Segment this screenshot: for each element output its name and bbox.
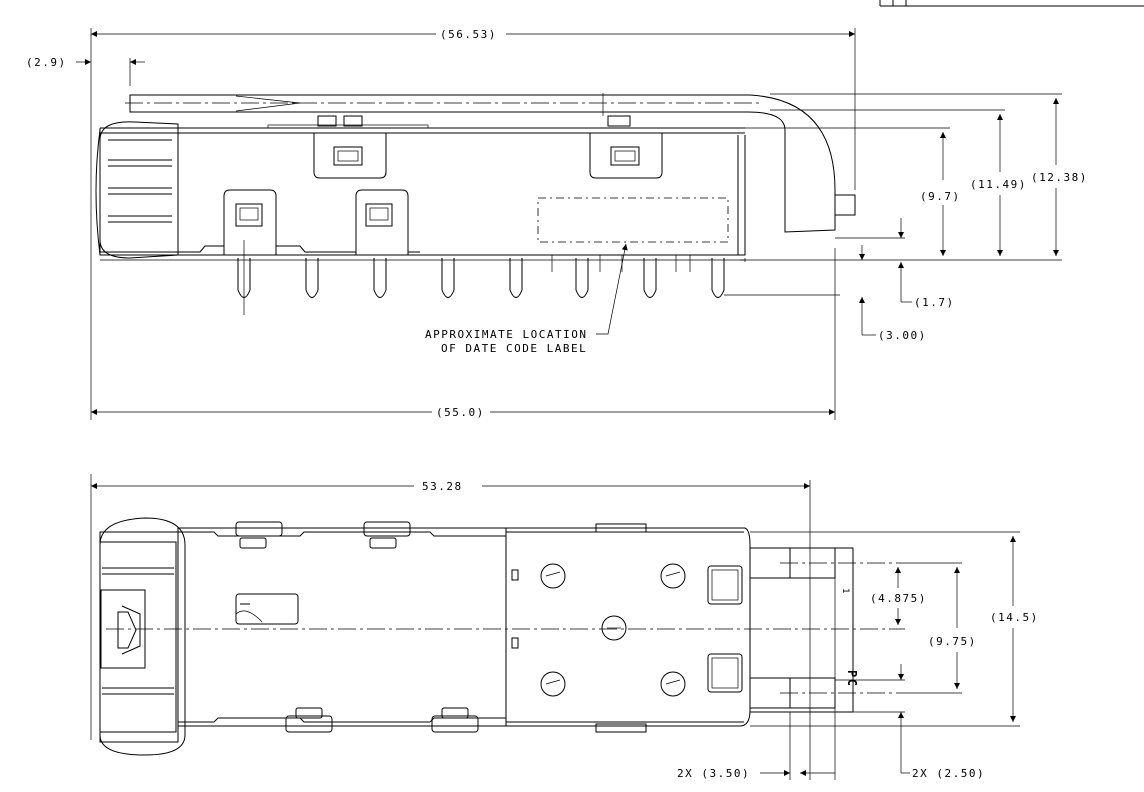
date-code-label-line1: APPROXIMATE LOCATION [425,328,587,341]
title-block-fragment [879,0,1144,7]
dim-height-c: (12.38) [1031,171,1088,184]
dim-pin-step: (1.7) [914,296,955,309]
side-view-pins [237,240,840,315]
side-view [76,28,1062,420]
pc-marking: PC [845,670,859,687]
dim-overall-length: (56.53) [440,28,497,41]
pin-one-mark: 1 [840,588,850,595]
dim-offset-left: (2.9) [26,56,67,69]
date-code-label-line2: OF DATE CODE LABEL [441,342,587,355]
dim-pad-width: 2X (2.50) [912,767,985,780]
dim-pitch: (9.75) [928,635,977,648]
side-view-text: (56.53) (2.9) (55.0) (9.7) (11.49) (12.3… [26,28,1088,419]
dim-top-length: 53.28 [422,480,463,493]
dim-pin-length: (3.00) [878,329,927,342]
top-view [90,474,1020,780]
top-view-text: 53.28 (4.875) (9.75) (14.5) 2X (3.50) 2X… [422,480,1039,780]
dim-pad-length: 2X (3.50) [677,767,750,780]
dim-height-b: (11.49) [970,178,1027,191]
dim-half-pitch: (4.875) [870,592,927,605]
dim-height-a: (9.7) [920,190,961,203]
dim-width: (14.5) [990,611,1039,624]
dim-body-length: (55.0) [436,406,485,419]
